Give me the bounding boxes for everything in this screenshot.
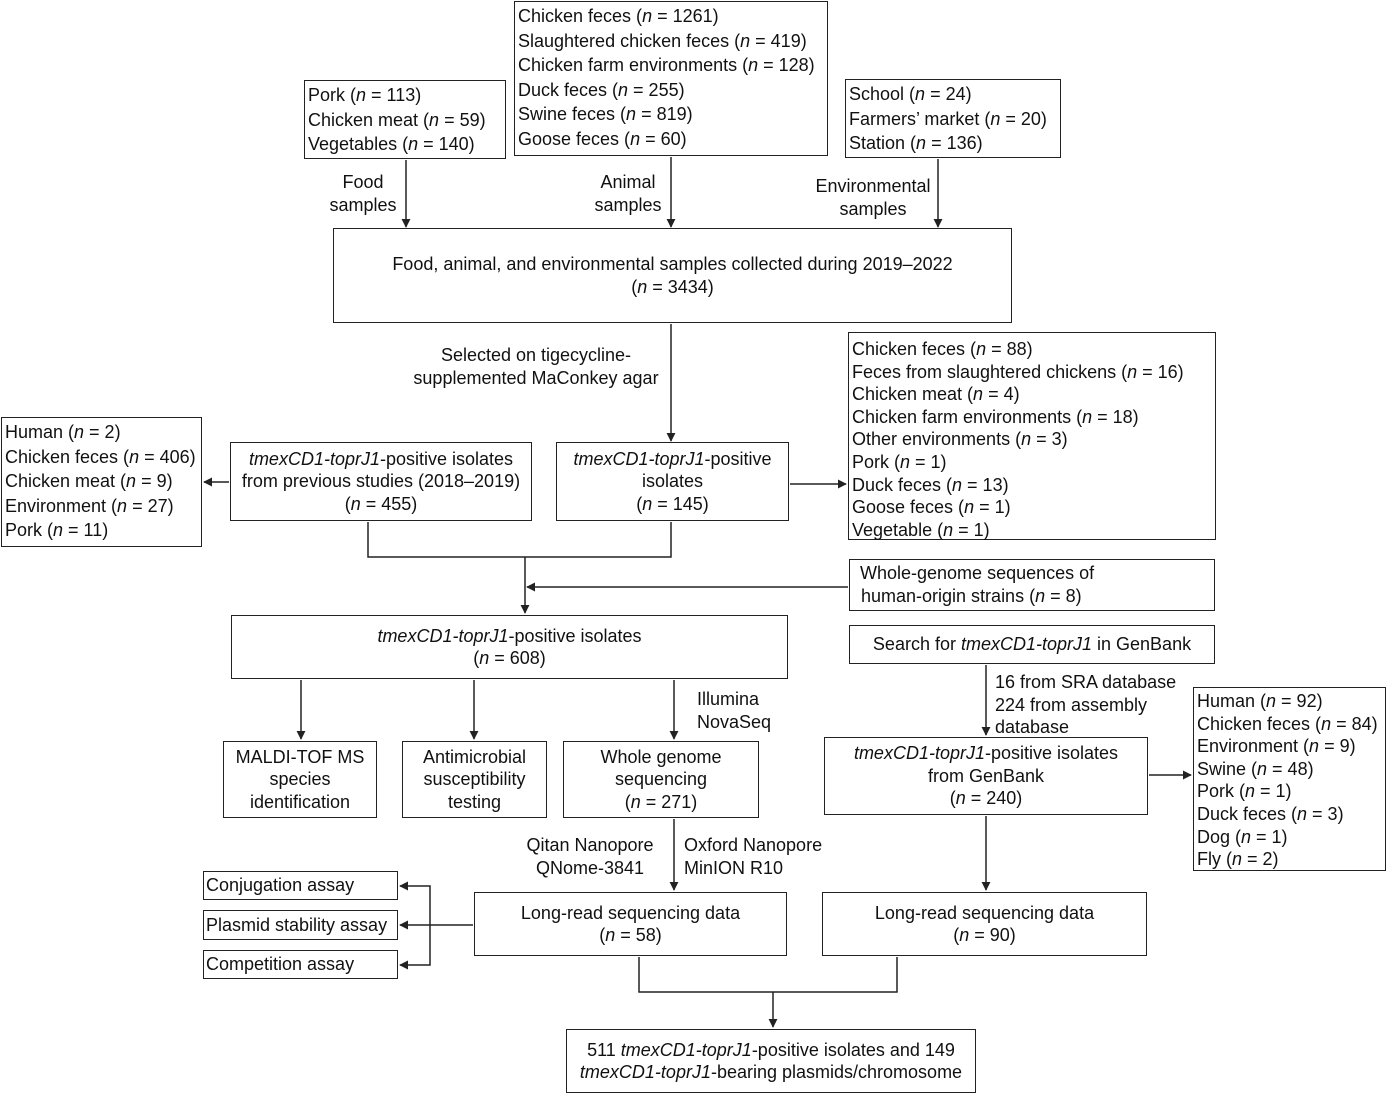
list-item: Station (n = 136) xyxy=(849,133,983,153)
list-item: Chicken farm environments (n = 18) xyxy=(852,406,1139,427)
genbank-isolates-240-box: tmexCD1-toprJ1-positive isolates from Ge… xyxy=(824,737,1148,815)
samples-collected-box: Food, animal, and environmental samples … xyxy=(333,228,1012,323)
conjugation-assay-box: Conjugation assay xyxy=(203,871,398,900)
list-item: Pork (n = 1) xyxy=(852,451,947,472)
selection-method-label: Selected on tigecycline-supplemented MaC… xyxy=(413,345,659,388)
list-item: Chicken feces (n = 84) xyxy=(1197,713,1378,734)
genbank-isolates-source-list: Human (n = 92)Chicken feces (n = 84)Envi… xyxy=(1193,687,1386,871)
previous-studies-isolates-box: tmexCD1-toprJ1-positive isolates from pr… xyxy=(230,442,532,521)
competition-arrow xyxy=(399,925,431,970)
list-item: Chicken feces (n = 406) xyxy=(5,446,196,467)
genbank-search-box: Search for tmexCD1-toprJ1 in GenBank xyxy=(849,625,1215,664)
list-item: Human (n = 2) xyxy=(5,422,121,442)
list-item: Duck feces (n = 13) xyxy=(852,474,1009,495)
list-item: Fly (n = 2) xyxy=(1197,849,1279,870)
food-sample-list: Pork (n = 113) Chicken meat (n = 59) Veget… xyxy=(304,80,506,159)
list-item: Swine feces (n = 819) xyxy=(518,104,693,124)
list-item: Chicken meat (n = 59) xyxy=(308,109,486,130)
positive-isolates-608-box: tmexCD1-toprJ1-positive isolates (n = 60… xyxy=(231,615,788,679)
list-item: Duck feces (n = 255) xyxy=(518,79,685,100)
list-item: Chicken feces (n = 1261) xyxy=(518,6,719,26)
previous-isolates-source-list: Human (n = 2) Chicken feces (n = 406) Chic… xyxy=(1,417,202,547)
long-read-58-box: Long-read sequencing data(n = 58) xyxy=(474,892,787,956)
positive-isolates-145-source-list: Chicken feces (n = 88)Feces from slaught… xyxy=(848,332,1216,540)
list-item: Duck feces (n = 3) xyxy=(1197,803,1344,824)
animal-sample-list: Chicken feces (n = 1261) Slaughtered chic… xyxy=(514,1,828,156)
list-item: Chicken farm environments (n = 128) xyxy=(518,55,815,75)
list-item: Chicken meat (n = 4) xyxy=(852,384,1020,405)
list-item: Other environments (n = 3) xyxy=(852,429,1068,450)
list-item: Feces from slaughtered chickens (n = 16) xyxy=(852,361,1184,382)
list-item: Environment (n = 9) xyxy=(1197,736,1356,757)
list-item: School (n = 24) xyxy=(849,84,972,104)
positive-isolates-145-box: tmexCD1-toprJ1-positive isolates (n = 14… xyxy=(556,442,789,521)
list-item: Dog (n = 1) xyxy=(1197,826,1288,847)
long-read-90-box: Long-read sequencing data(n = 90) xyxy=(822,892,1147,956)
list-item: Pork (n = 1) xyxy=(1197,781,1292,802)
list-item: Chicken meat (n = 9) xyxy=(5,471,173,491)
merge-bracket xyxy=(367,522,672,558)
list-item: Goose feces (n = 60) xyxy=(518,128,687,149)
list-item: Human (n = 92) xyxy=(1197,691,1323,711)
list-item: Vegetables (n = 140) xyxy=(308,134,475,154)
list-item: Vegetable (n = 1) xyxy=(852,519,990,540)
list-item: Swine (n = 48) xyxy=(1197,758,1314,779)
list-item: Chicken feces (n = 88) xyxy=(852,339,1033,359)
final-merge-bracket xyxy=(638,957,898,993)
list-item: Slaughtered chicken feces (n = 419) xyxy=(518,30,807,51)
list-item: Pork (n = 11) xyxy=(5,520,109,540)
plasmid-stability-assay-box: Plasmid stability assay xyxy=(203,910,398,940)
final-summary-box: 511 tmexCD1-toprJ1-positive isolates and… xyxy=(566,1029,976,1093)
human-origin-wgs-box: Whole-genome sequences of human-origin s… xyxy=(849,559,1215,611)
list-item: Pork (n = 113) xyxy=(308,85,422,105)
environmental-sample-list: School (n = 24) Farmers’ market (n = 20) S… xyxy=(845,79,1061,158)
competition-assay-box: Competition assay xyxy=(203,950,398,979)
list-item: Farmers’ market (n = 20) xyxy=(849,108,1047,129)
conjugation-arrow xyxy=(399,881,431,925)
list-item: Environment (n = 27) xyxy=(5,495,174,516)
list-item: Goose feces (n = 1) xyxy=(852,497,1011,518)
